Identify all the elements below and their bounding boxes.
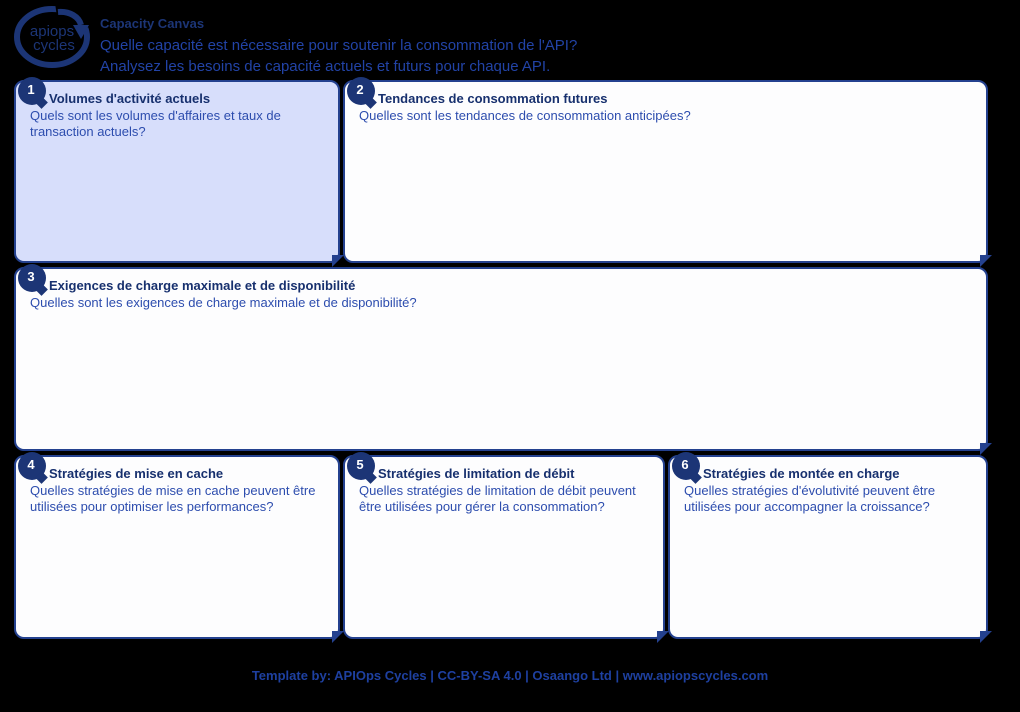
- canvas-header: Capacity Canvas Quelle capacité est néce…: [100, 16, 577, 77]
- section-question: Quelles stratégies de mise en cache peuv…: [30, 483, 316, 514]
- section-title: Tendances de consommation futures: [378, 91, 608, 106]
- section-title: Volumes d'activité actuels: [49, 91, 211, 106]
- section-title: Stratégies de montée en charge: [703, 466, 900, 481]
- section-number-badge: 3: [18, 264, 46, 292]
- logo-text-line1: apiops: [30, 23, 74, 40]
- section-strategies-mise-en-cache: 4 Stratégies de mise en cache Quelles st…: [14, 452, 344, 643]
- section-question: Quelles stratégies de limitation de débi…: [359, 483, 636, 514]
- section-title: Stratégies de limitation de débit: [378, 466, 575, 481]
- section-volumes-activite-actuels: 1 Volumes d'activité actuels Quels sont …: [14, 77, 344, 267]
- section-question: Quels sont les volumes d'affaires et tau…: [30, 108, 281, 139]
- canvas-subtitle: Analysez les besoins de capacité actuels…: [100, 58, 551, 75]
- section-number-badge: 5: [347, 452, 375, 480]
- section-number-badge: 2: [347, 77, 375, 105]
- section-tendances-consommation-futures: 2 Tendances de consommation futures Quel…: [343, 77, 992, 267]
- section-question: Quelles sont les tendances de consommati…: [359, 108, 691, 123]
- section-number-badge: 1: [18, 77, 46, 105]
- section-question: Quelles stratégies d'évolutivité peuvent…: [684, 483, 936, 514]
- section-number-badge: 4: [18, 452, 46, 480]
- section-number: 6: [681, 456, 689, 472]
- section-question: Quelles sont les exigences de charge max…: [30, 295, 417, 310]
- apiops-cycles-logo: apiops cycles: [14, 4, 90, 68]
- section-number: 5: [356, 456, 364, 472]
- section-number: 1: [27, 81, 35, 97]
- section-title: Exigences de charge maximale et de dispo…: [49, 278, 356, 293]
- canvas-question: Quelle capacité est nécessaire pour sout…: [100, 37, 578, 54]
- section-number: 2: [356, 81, 364, 97]
- section-title: Stratégies de mise en cache: [49, 466, 224, 481]
- section-strategies-limitation-debit: 5 Stratégies de limitation de débit Quel…: [343, 452, 669, 643]
- logo-text-line2: cycles: [33, 37, 75, 54]
- section-strategies-montee-en-charge: 6 Stratégies de montée en charge Quelles…: [668, 452, 992, 643]
- canvas-name: Capacity Canvas: [100, 16, 205, 31]
- footer-credit: Template by: APIOps Cycles | CC-BY-SA 4.…: [251, 668, 769, 683]
- section-number-badge: 6: [672, 452, 700, 480]
- cycle-arrow-icon: [14, 4, 90, 68]
- section-exigences-charge-disponibilite: 3 Exigences de charge maximale et de dis…: [14, 264, 992, 455]
- section-number: 4: [27, 456, 35, 472]
- section-number: 3: [27, 268, 35, 284]
